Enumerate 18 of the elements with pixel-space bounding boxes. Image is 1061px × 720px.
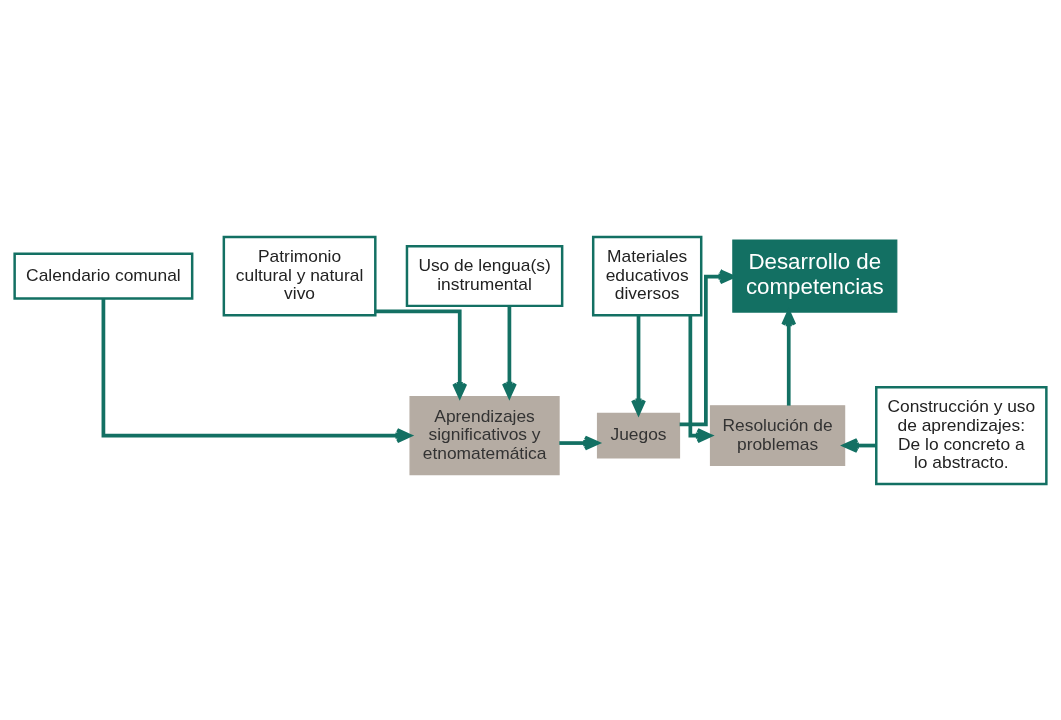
arrow	[679, 268, 735, 426]
arrow	[842, 437, 876, 453]
node-box: Construcción y uso de aprendizajes: De lo concreto a lo abstracto.	[875, 385, 1048, 485]
arrow	[631, 315, 646, 415]
node-box: Juegos	[596, 412, 681, 459]
node-box: Resolución de problemas	[709, 404, 846, 466]
node-box: Materiales educativos diversos	[591, 235, 703, 316]
node-box: Calendario comunal	[13, 252, 194, 300]
node-box: Uso de lengua(s) instrumental	[405, 244, 564, 307]
arrow	[688, 315, 712, 443]
node-box: Aprendizajes significativos y etnomatemática	[409, 395, 560, 475]
arrow	[375, 309, 468, 398]
node-box: Desarrollo de competencias	[732, 238, 898, 313]
node-box: Patrimonio cultural y natural vivo	[222, 235, 377, 316]
arrow	[781, 309, 797, 406]
arrow	[559, 435, 600, 450]
arrow	[101, 298, 412, 443]
arrow	[501, 305, 517, 398]
